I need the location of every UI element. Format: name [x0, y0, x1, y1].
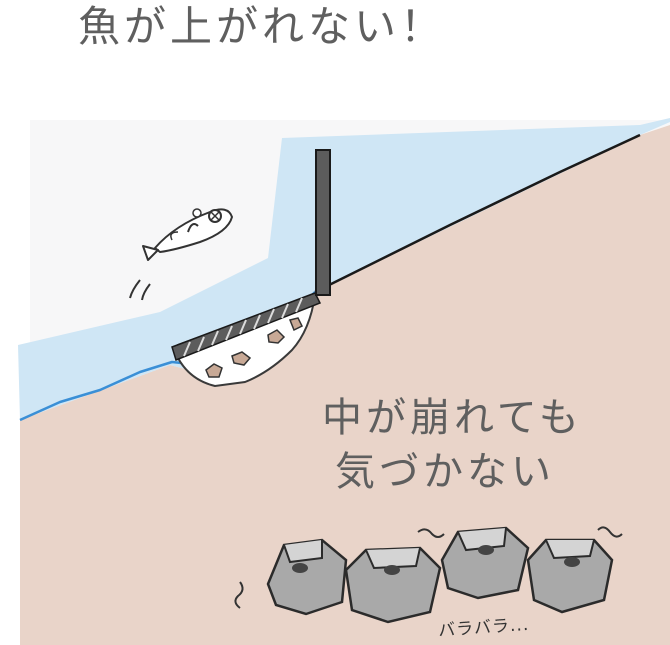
bank-slope-line [314, 133, 641, 294]
page-title: 魚が上がれない！ [78, 2, 447, 51]
loose-stone [267, 329, 286, 344]
vertical-pile [315, 149, 331, 296]
shake-marks [234, 526, 623, 609]
apron-hatching [183, 297, 303, 357]
concrete-block [344, 546, 442, 624]
riverbed-ground [20, 125, 670, 645]
concrete-apron [171, 292, 322, 361]
caption-line-2: 気づかない [335, 449, 555, 495]
loose-stone [231, 351, 252, 366]
motion-marks [129, 279, 151, 301]
caption-line-1: 中が崩れても [322, 395, 583, 441]
loose-stone [288, 317, 304, 332]
loose-stone [205, 363, 223, 378]
concrete-block [266, 538, 348, 616]
concrete-block [526, 538, 614, 614]
concrete-block [440, 526, 530, 600]
fish-icon [142, 208, 233, 261]
